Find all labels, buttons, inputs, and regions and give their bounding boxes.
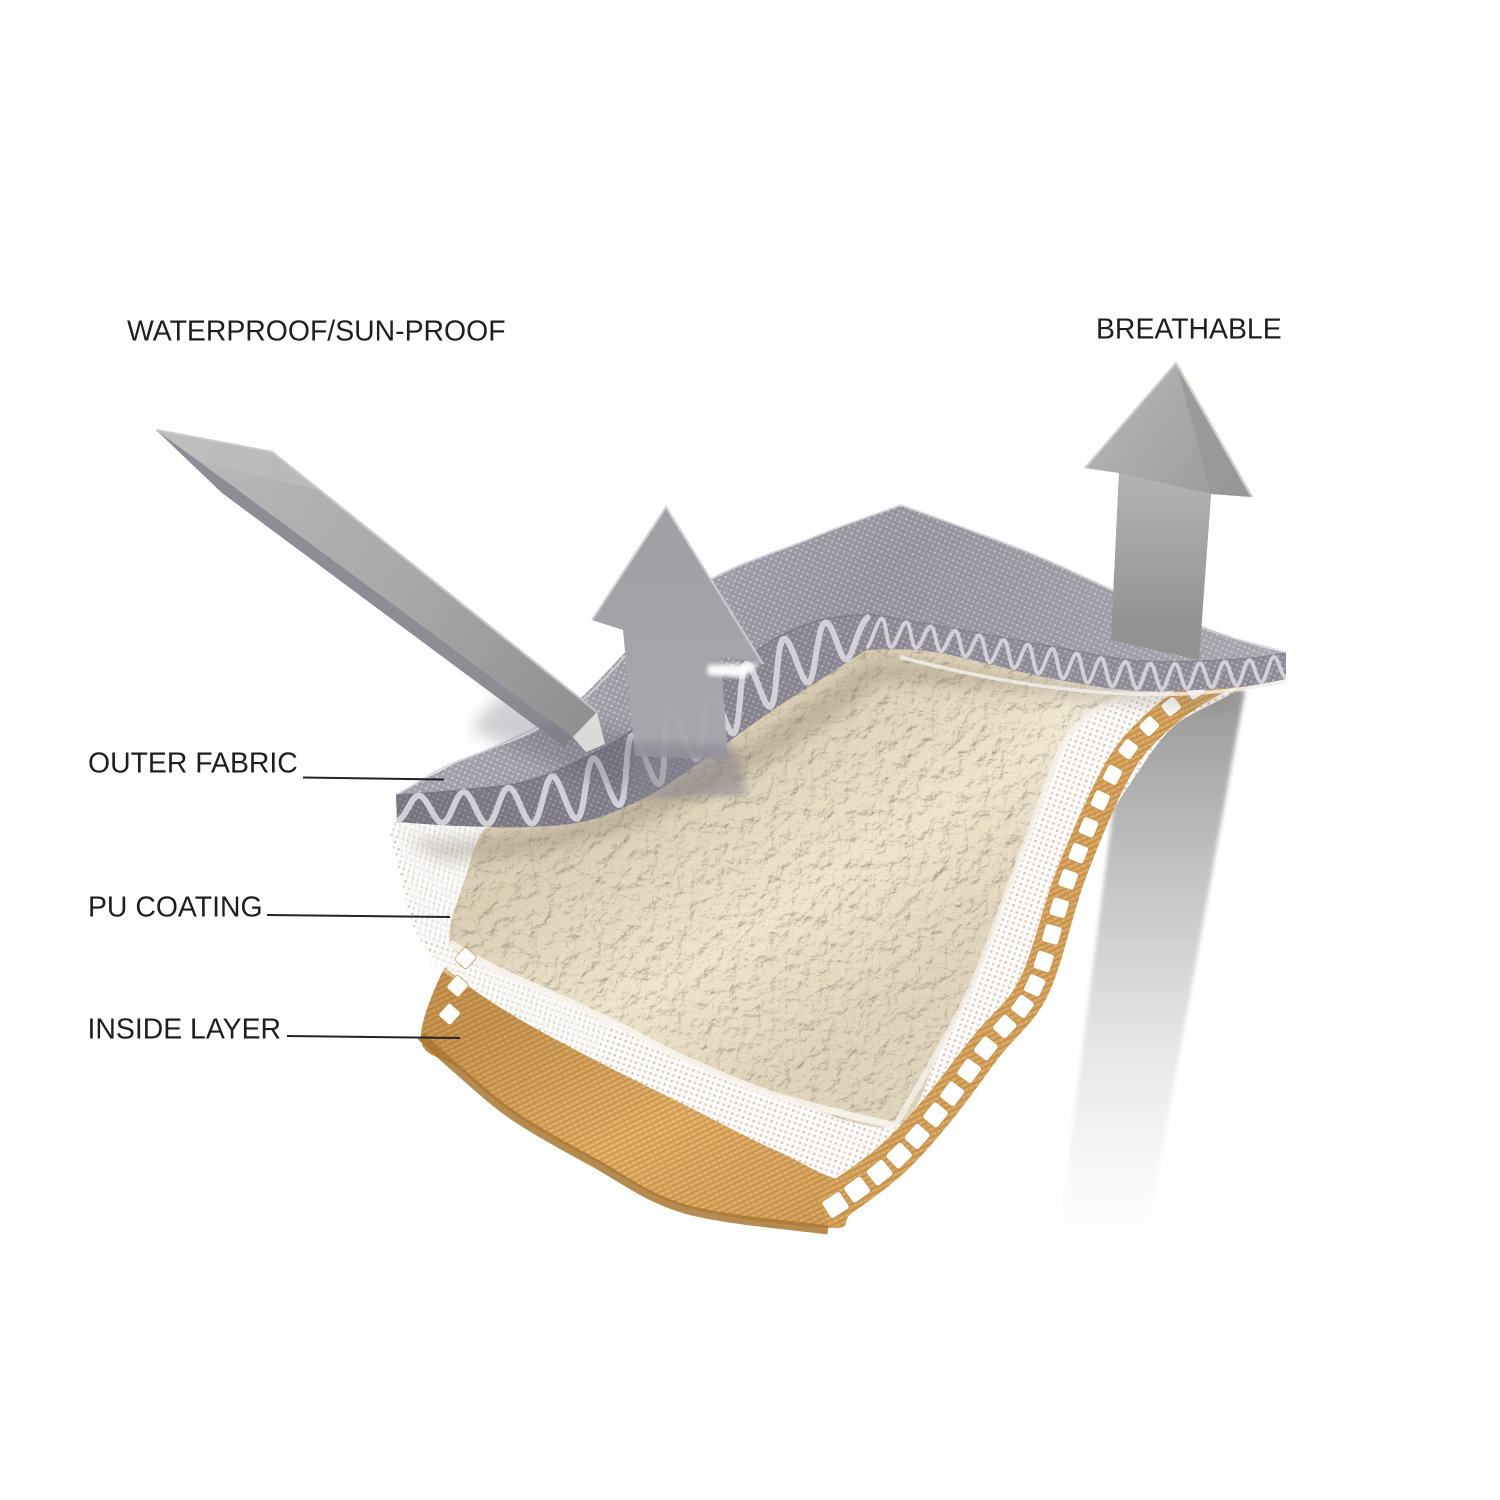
svg-text:OUTER FABRIC: OUTER FABRIC [88, 748, 298, 780]
svg-text:INSIDE LAYER: INSIDE LAYER [88, 1014, 282, 1046]
svg-text:PU COATING: PU COATING [88, 892, 263, 924]
svg-text:WATERPROOF/SUN-PROOF: WATERPROOF/SUN-PROOF [127, 316, 506, 348]
svg-text:BREATHABLE: BREATHABLE [1096, 314, 1282, 346]
